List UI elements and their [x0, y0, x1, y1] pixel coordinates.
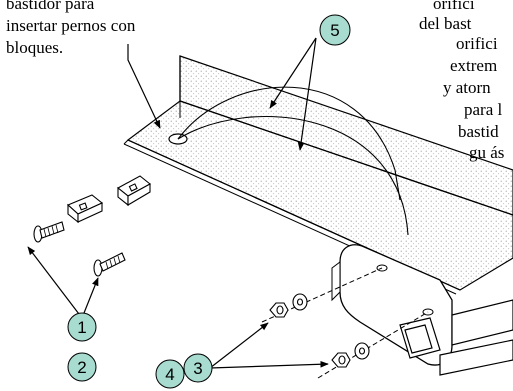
instruction-right-line-1: orifici — [433, 0, 475, 13]
curved-part-arcs — [177, 86, 409, 236]
instruction-left-line-2: insertar pernos con — [6, 16, 136, 35]
instruction-right-line-5: y atorn — [443, 78, 491, 97]
bolt-blocks — [66, 175, 151, 224]
lower-frame-tube — [399, 299, 513, 376]
instruction-right-line-3: orifici — [456, 34, 498, 53]
carriage-bolts — [33, 221, 126, 277]
callout-1: 1 — [67, 312, 97, 342]
callout-4-label: 4 — [165, 365, 174, 384]
instruction-right-line-8: gu ás — [469, 143, 505, 162]
callout-4: 4 — [155, 359, 185, 389]
callout-3: 3 — [183, 353, 213, 383]
instruction-right-line-4: extrem — [450, 56, 498, 75]
instruction-right-line-2: del bast — [419, 14, 472, 33]
leader-lines — [27, 37, 329, 369]
callout-2: 2 — [67, 352, 97, 382]
callout-3-label: 3 — [193, 359, 202, 378]
nut-washer-upper — [269, 293, 308, 318]
bolt-axes — [261, 267, 429, 379]
callout-2-label: 2 — [77, 358, 86, 377]
instruction-left-line-3: bloques. — [6, 38, 64, 57]
callout-1-label: 1 — [77, 318, 86, 337]
instruction-right-line-6: para l — [464, 100, 503, 119]
nut-washer-lower — [331, 342, 370, 368]
instruction-left-line-1: bastidor para — [6, 0, 95, 13]
callout-5: 5 — [319, 14, 351, 46]
callout-5-label: 5 — [330, 21, 339, 40]
instruction-right-line-7: bastid — [458, 122, 499, 141]
